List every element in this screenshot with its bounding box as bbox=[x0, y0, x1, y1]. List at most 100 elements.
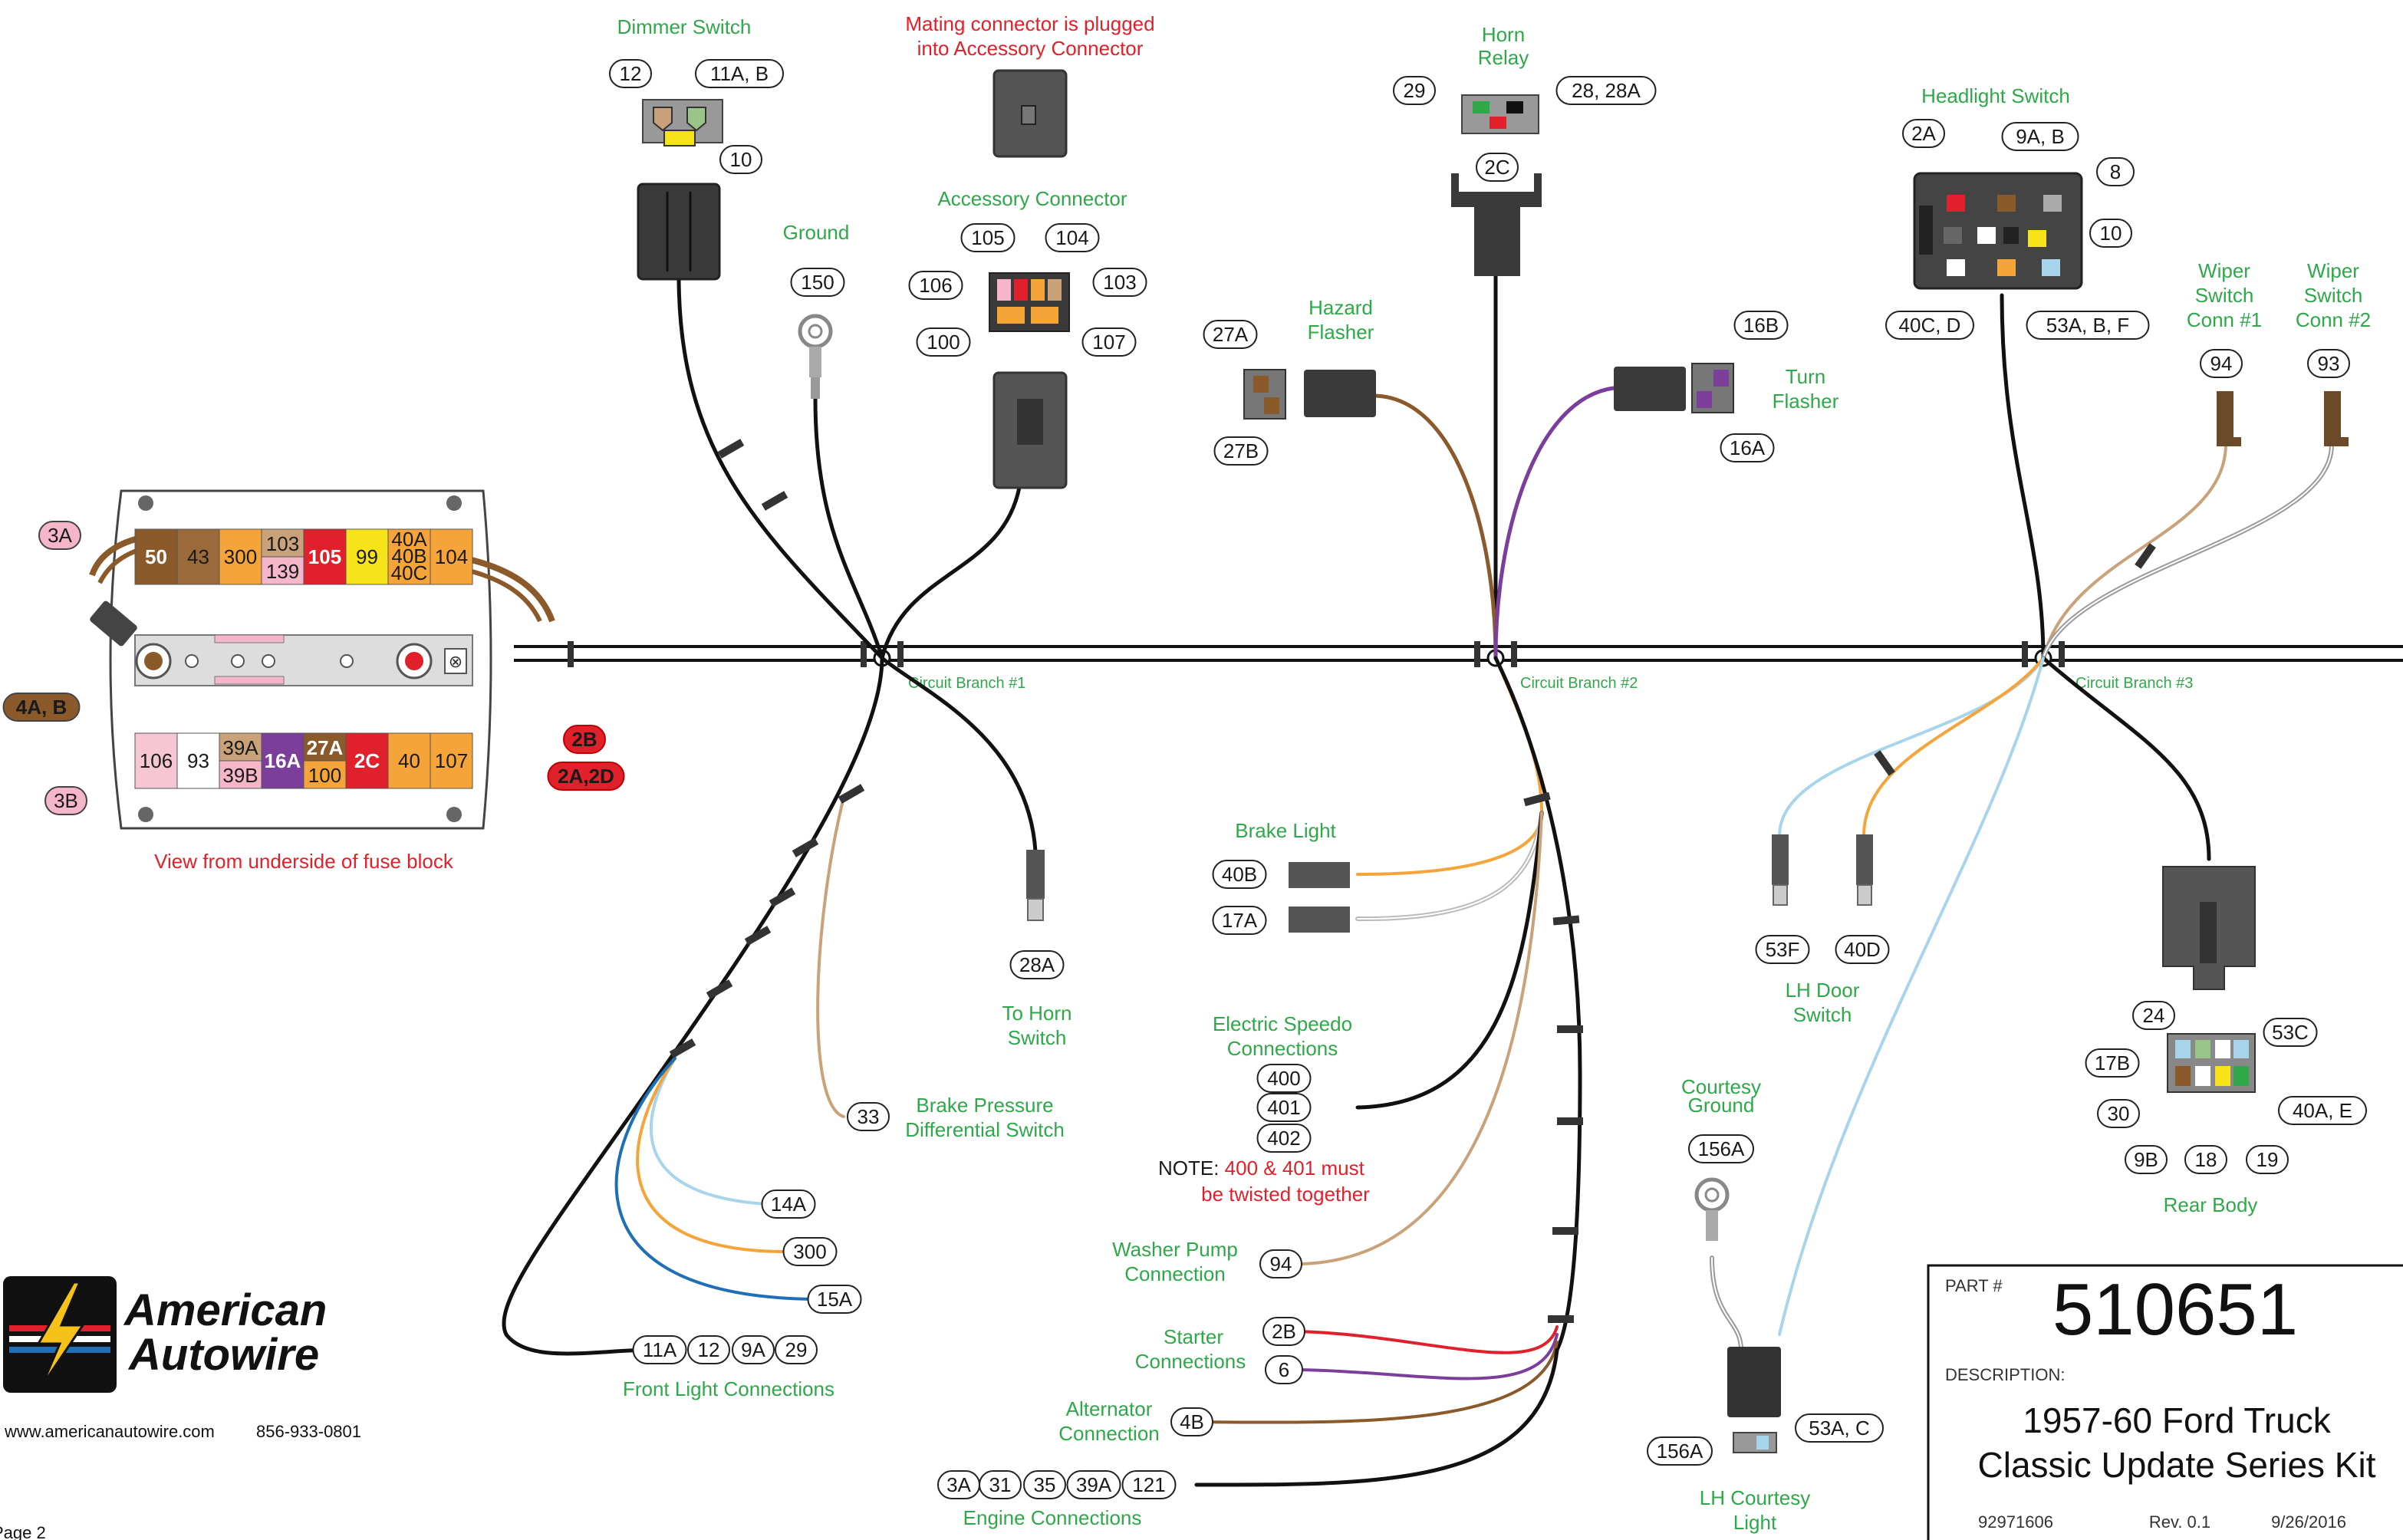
lh-courtesy-light-label-line-1: LH Courtesy bbox=[1700, 1486, 1811, 1509]
svg-text:27B: 27B bbox=[1223, 439, 1259, 462]
svg-text:16A: 16A bbox=[265, 749, 301, 772]
pill-p9b: 9B bbox=[2125, 1145, 2168, 1174]
accessory-connector bbox=[989, 272, 1070, 489]
pill-p9a: 9A bbox=[732, 1335, 775, 1364]
brake-light-connectors bbox=[1289, 862, 1350, 933]
svg-text:106: 106 bbox=[919, 274, 952, 297]
to-horn-switch-label-line-1: To Horn bbox=[1002, 1002, 1071, 1025]
pill-p16b: 16B bbox=[1733, 311, 1789, 340]
pill-p11a: 11A bbox=[632, 1335, 687, 1364]
lh-courtesy-light-connector bbox=[1727, 1347, 1781, 1453]
svg-text:103: 103 bbox=[266, 532, 299, 555]
svg-text:33: 33 bbox=[858, 1105, 880, 1128]
svg-text:27A: 27A bbox=[307, 736, 344, 759]
hazard-flasher-connector bbox=[1243, 369, 1376, 420]
date: 9/26/2016 bbox=[2271, 1512, 2346, 1532]
svg-text:50: 50 bbox=[145, 545, 167, 568]
pill-p103: 103 bbox=[1092, 268, 1147, 297]
svg-text:94: 94 bbox=[1270, 1252, 1292, 1275]
pill-p3b: 3B bbox=[44, 786, 87, 815]
headlight-switch-connector bbox=[1913, 172, 2083, 290]
brand-line-2: Autowire bbox=[127, 1330, 319, 1380]
pill-p29b: 29 bbox=[775, 1335, 818, 1364]
alternator-label-line-2: Connection bbox=[1058, 1422, 1160, 1445]
svg-text:16B: 16B bbox=[1743, 314, 1779, 337]
note-line-2: be twisted together bbox=[1201, 1183, 1370, 1206]
doc-number: 92971606 bbox=[1978, 1512, 2053, 1532]
svg-text:28A: 28A bbox=[1019, 953, 1055, 976]
svg-text:300: 300 bbox=[224, 545, 257, 568]
svg-text:10: 10 bbox=[730, 148, 752, 171]
wiper2-label-line-3: Conn #2 bbox=[2296, 308, 2371, 331]
pill-p27b: 27B bbox=[1213, 436, 1269, 466]
hazard-flasher-label-line-2: Flasher bbox=[1308, 321, 1374, 344]
part-number-label: PART # bbox=[1945, 1276, 2003, 1295]
pill-p2a2d: 2A,2D bbox=[547, 762, 625, 791]
mating-connector bbox=[992, 69, 1068, 158]
svg-text:40A, E: 40A, E bbox=[2293, 1099, 2352, 1122]
alternator-label-line-1: Alternator bbox=[1066, 1397, 1153, 1420]
engine-connections-label: Engine Connections bbox=[963, 1506, 1142, 1529]
svg-text:35: 35 bbox=[1034, 1473, 1056, 1496]
svg-text:40: 40 bbox=[398, 749, 420, 772]
wiper-switch-conn-1 bbox=[2217, 391, 2241, 446]
horn-switch-terminal bbox=[1026, 850, 1045, 921]
fuse-bottom-5: 2C bbox=[345, 732, 389, 789]
pill-p11ab: 11A, B bbox=[695, 59, 784, 88]
svg-text:29: 29 bbox=[785, 1338, 808, 1361]
fuse-bottom-6: 40 bbox=[387, 732, 431, 789]
pill-p10b: 10 bbox=[2089, 219, 2132, 248]
pill-p10a: 10 bbox=[719, 145, 762, 174]
pill-p30: 30 bbox=[2097, 1099, 2140, 1128]
svg-text:100: 100 bbox=[927, 331, 960, 354]
pill-p14a: 14A bbox=[761, 1190, 816, 1219]
svg-text:12: 12 bbox=[620, 62, 642, 85]
american-autowire-logo: American Autowire bbox=[3, 1276, 327, 1393]
lh-door-switch-terminals bbox=[1772, 834, 1873, 906]
turn-flasher-label-line-1: Turn bbox=[1786, 365, 1826, 388]
svg-text:2B: 2B bbox=[1272, 1320, 1296, 1343]
pill-p27a: 27A bbox=[1203, 320, 1258, 349]
wiper1-label-line-3: Conn #1 bbox=[2187, 308, 2262, 331]
fuse-bottom-1: 93 bbox=[176, 732, 220, 789]
svg-text:105: 105 bbox=[971, 226, 1004, 249]
washer-pump-label-line-1: Washer Pump bbox=[1112, 1238, 1238, 1261]
pill-p24: 24 bbox=[2132, 1001, 2175, 1030]
svg-text:107: 107 bbox=[435, 749, 468, 772]
ground-ring-150 bbox=[798, 314, 833, 399]
pill-p40b: 40B bbox=[1212, 860, 1267, 889]
starter-label-line-2: Connections bbox=[1135, 1350, 1246, 1373]
pill-p6: 6 bbox=[1265, 1355, 1303, 1384]
svg-text:100: 100 bbox=[308, 764, 341, 787]
pill-p156a2: 156A bbox=[1647, 1436, 1713, 1466]
pill-p156a: 156A bbox=[1688, 1134, 1754, 1163]
brake-light-label: Brake Light bbox=[1235, 819, 1336, 842]
svg-text:12: 12 bbox=[698, 1338, 720, 1361]
pill-p17b: 17B bbox=[2085, 1048, 2140, 1078]
dimmer-switch-label: Dimmer Switch bbox=[617, 15, 752, 38]
pill-e121: 121 bbox=[1121, 1470, 1177, 1499]
svg-text:156A: 156A bbox=[1657, 1440, 1703, 1463]
starter-label-line-1: Starter bbox=[1164, 1325, 1223, 1348]
phone: 856-933-0801 bbox=[256, 1422, 361, 1441]
ground-label: Ground bbox=[783, 221, 850, 244]
circuit-branch-1-label: Circuit Branch #1 bbox=[908, 675, 1025, 692]
svg-text:40C, D: 40C, D bbox=[1899, 314, 1961, 337]
svg-text:8: 8 bbox=[2110, 160, 2121, 183]
fuse-top-0: 50 bbox=[134, 528, 178, 585]
svg-text:16A: 16A bbox=[1730, 436, 1766, 459]
wiper-switch-conn-2 bbox=[2324, 391, 2349, 446]
description-line-1: 1957-60 Ford Truck bbox=[2023, 1400, 2331, 1440]
fuse-top-4: 105 bbox=[303, 528, 347, 585]
fuse-bottom-3: 16A bbox=[261, 732, 304, 789]
svg-text:39A: 39A bbox=[1076, 1473, 1112, 1496]
svg-text:106: 106 bbox=[140, 749, 173, 772]
pill-p2bs: 2B bbox=[1262, 1317, 1305, 1346]
